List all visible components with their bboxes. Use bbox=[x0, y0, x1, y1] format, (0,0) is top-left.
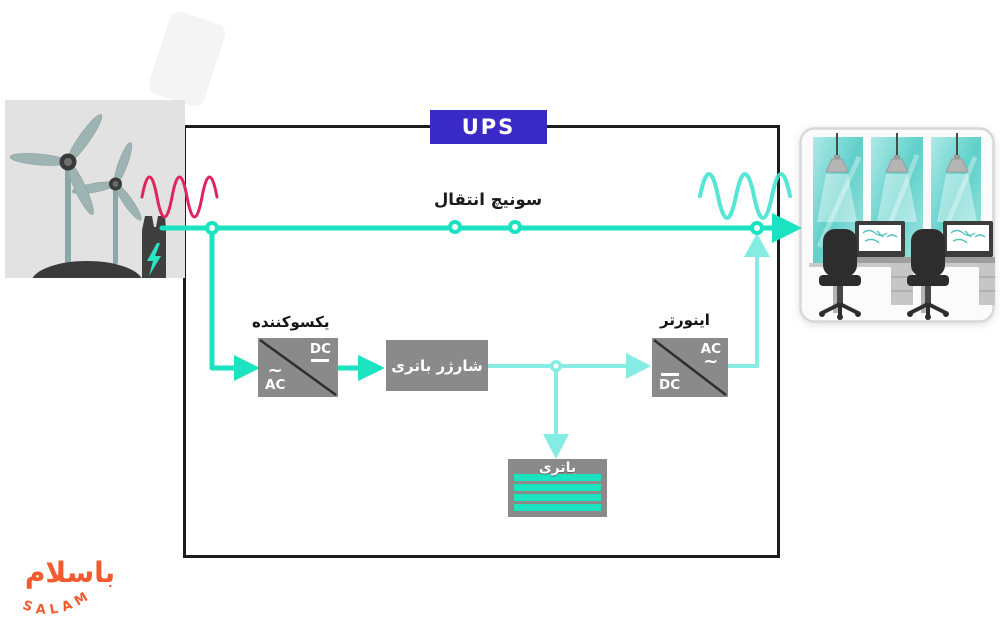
wind-turbine-large bbox=[9, 113, 103, 267]
office-chair-icon bbox=[907, 229, 949, 320]
inverter-ac-corner: AC ~ bbox=[700, 341, 721, 373]
ac-symbol: ~ bbox=[703, 351, 719, 373]
charger-input-line bbox=[335, 355, 385, 381]
lightning-icon bbox=[147, 243, 161, 276]
junction-dots bbox=[205, 220, 764, 372]
office-chair-icon bbox=[819, 229, 861, 320]
transfer-switch-label: سونیچ انتقال bbox=[433, 190, 543, 209]
rectifier-diagonal bbox=[259, 338, 337, 397]
rectifier-dc-corner: DC bbox=[310, 342, 331, 364]
ac-label: AC bbox=[265, 376, 286, 393]
battery-arrow-icon bbox=[543, 434, 569, 459]
ups-title-badge: UPS bbox=[430, 110, 547, 144]
battery-line bbox=[543, 370, 569, 459]
inverter-output-line bbox=[726, 233, 770, 368]
inverter-box: AC ~ DC bbox=[652, 338, 728, 397]
ac-symbol: ~ bbox=[267, 360, 283, 382]
inverter-label: اینورتر bbox=[655, 310, 715, 330]
inverter-dc-corner: DC bbox=[659, 370, 680, 392]
battery-cells bbox=[514, 474, 601, 512]
workstation-1 bbox=[819, 221, 915, 320]
ac-input-wave bbox=[140, 175, 219, 219]
main-line-arrow-icon bbox=[744, 233, 770, 257]
workstation-2 bbox=[907, 221, 995, 320]
ground-mound bbox=[32, 261, 142, 278]
ac-label: AC bbox=[700, 341, 721, 357]
output-arrow-icon bbox=[772, 213, 802, 243]
rectifier-ac-corner: ~ AC bbox=[265, 360, 286, 393]
inverter-arrow-icon bbox=[626, 353, 651, 379]
office-illustration bbox=[799, 127, 995, 323]
rectifier-arrow-icon bbox=[234, 355, 260, 381]
ac-output-wave bbox=[698, 172, 792, 220]
battery-box: باتری bbox=[508, 459, 607, 517]
power-plug bbox=[142, 216, 166, 278]
inverter-diagonal bbox=[653, 339, 727, 396]
inverter-input-line bbox=[487, 353, 651, 379]
battery-charger-label: شارژر باتری bbox=[391, 356, 483, 375]
dc-label: DC bbox=[659, 376, 681, 393]
rectifier-box: DC ~ AC bbox=[258, 338, 338, 397]
dc-symbol bbox=[660, 372, 679, 376]
battery-charger-box: شارژر باتری bbox=[386, 340, 488, 391]
rectifier-input-line bbox=[209, 225, 260, 381]
battery-label: باتری bbox=[538, 460, 577, 476]
basalam-logo: باسلام SALAM bbox=[21, 556, 116, 618]
main-power-line bbox=[159, 213, 802, 243]
pendant-lamps bbox=[817, 133, 977, 222]
logo-latin-wordmark: SALAM bbox=[21, 587, 96, 618]
logo-farsi-text: باسلام bbox=[25, 556, 115, 589]
ups-title: UPS bbox=[461, 115, 516, 139]
rectifier-label: یکسوکننده bbox=[247, 312, 335, 332]
dc-label: DC bbox=[309, 341, 331, 357]
charger-arrow-icon bbox=[358, 355, 385, 381]
dc-symbol bbox=[311, 359, 330, 363]
